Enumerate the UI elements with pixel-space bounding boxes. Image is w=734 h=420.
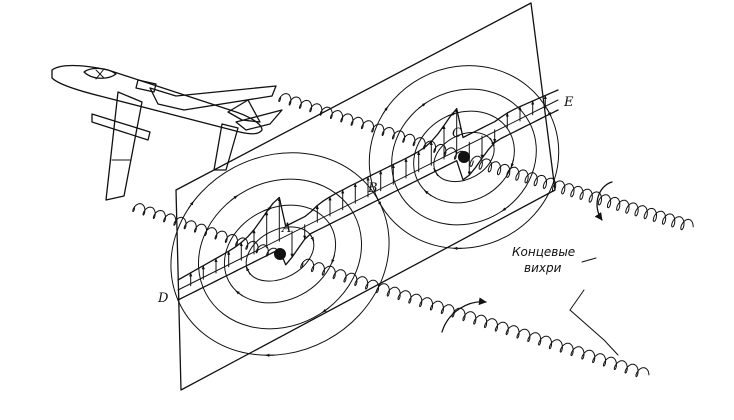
airplane-fuselage <box>51 64 263 135</box>
vortex-trail-far-back <box>469 155 694 231</box>
label-c: C <box>452 126 462 141</box>
vortex-streamlines <box>170 65 560 357</box>
label-d: D <box>157 291 169 306</box>
profile-upper-edge <box>177 89 559 281</box>
caption-leaders <box>569 257 619 356</box>
vortex-c-ring-2 <box>413 110 515 204</box>
airplane <box>51 64 283 201</box>
label-e: E <box>563 95 574 110</box>
caption-line-2: вихри <box>524 261 562 275</box>
label-a: A <box>281 221 291 236</box>
profile-lower-edge <box>177 109 559 301</box>
vortex-trails <box>132 93 694 378</box>
caption-line-1: Концевые <box>512 245 575 259</box>
vortex-c-ring-3 <box>391 88 537 226</box>
downwash-velocity-profile <box>177 89 559 301</box>
vortex-core-a <box>274 248 286 260</box>
airplane-tailplane <box>213 123 239 171</box>
vortex-trail-far-front <box>278 93 468 160</box>
airplane-canopy <box>83 67 117 79</box>
airplane-fin <box>227 99 261 123</box>
vortex-a-ring-2 <box>223 204 337 304</box>
label-b: B <box>367 181 378 196</box>
vortex-trail-near-front <box>132 203 280 257</box>
vortex-a-ring-3 <box>197 178 363 330</box>
vortex-core-c <box>458 151 470 163</box>
rotation-arrows <box>441 181 613 333</box>
vortex-trail-near-back <box>300 258 650 378</box>
airplane-far-wing <box>149 85 277 111</box>
airplane-near-wing <box>105 91 143 201</box>
cross-section-plane <box>175 2 556 391</box>
